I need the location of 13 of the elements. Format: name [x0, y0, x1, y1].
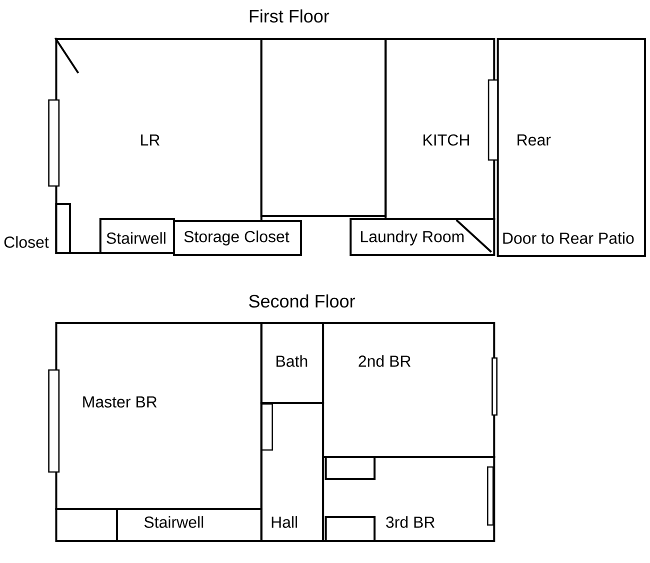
room-label: Closet	[4, 236, 49, 248]
room-box: Laundry Room	[350, 218, 496, 256]
room-box: Bath	[260, 322, 324, 404]
closet-box	[55, 508, 118, 542]
room-box: Hall	[260, 402, 324, 542]
closet-box	[324, 516, 376, 542]
closet-box	[55, 203, 72, 254]
closet-box	[260, 38, 387, 217]
closet-box	[324, 456, 376, 480]
room-box: Rear Door to Rear Patio	[496, 38, 646, 257]
floor-heading: Second Floor	[249, 294, 355, 308]
room-box: Storage Closet	[173, 220, 302, 256]
room-box: Stairwell	[116, 508, 262, 542]
